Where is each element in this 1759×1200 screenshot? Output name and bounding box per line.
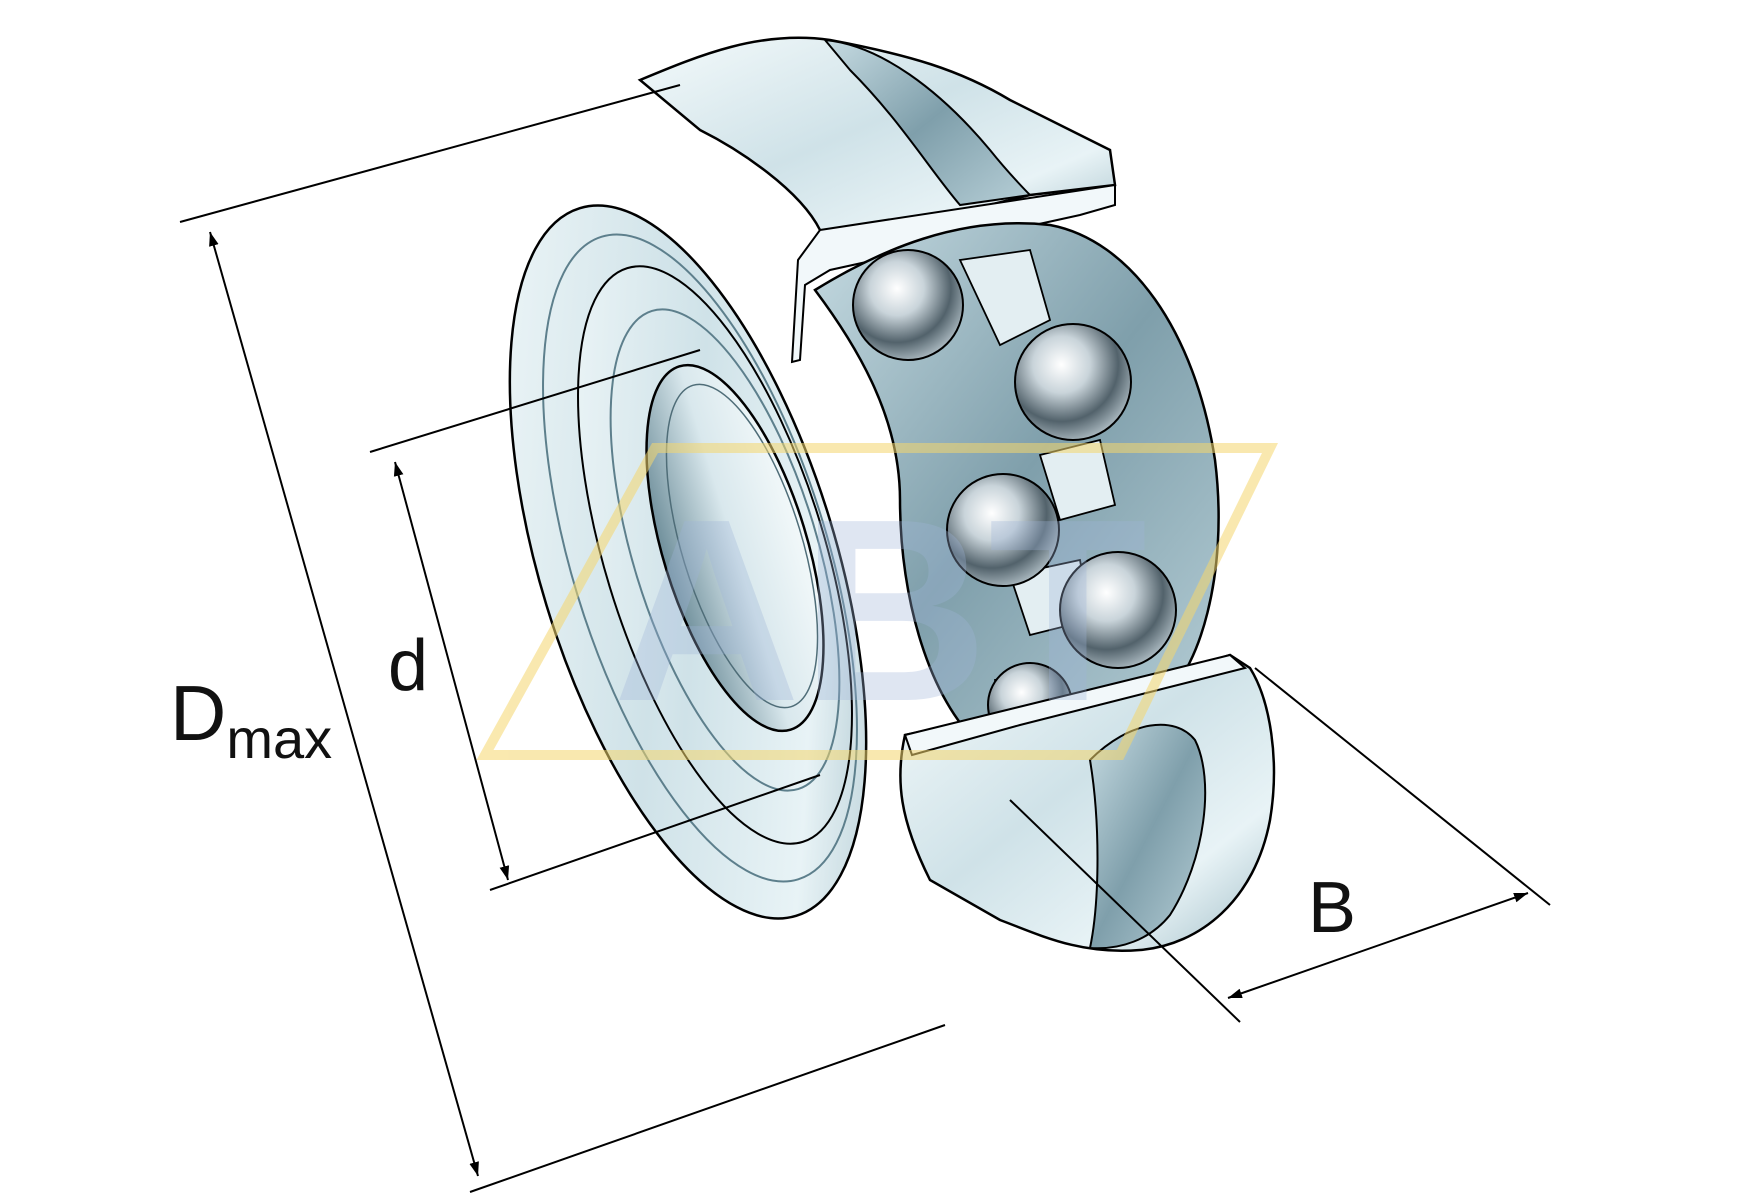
d-extension-bottom	[489, 774, 821, 891]
dmax-dimension-line	[209, 231, 479, 1177]
watermark-text: ABT	[613, 466, 1147, 756]
bearing-body	[508, 36, 1276, 952]
b-extension-right	[1254, 667, 1551, 906]
upper-ring-face	[790, 183, 1116, 364]
dimension-lines	[179, 84, 1551, 1193]
watermark: ABT	[476, 443, 1279, 760]
d-label: d	[388, 626, 428, 706]
seal-ring	[609, 308, 841, 792]
ball-3	[946, 473, 1060, 587]
dmax-label: Dmax	[170, 669, 332, 770]
inner-bore	[645, 363, 825, 733]
watermark-outline	[476, 443, 1279, 760]
d-extension-top	[369, 349, 701, 453]
dmax-extension-top	[179, 84, 681, 223]
ball-2	[1014, 323, 1132, 441]
b-label: B	[1308, 868, 1356, 948]
ball-1	[852, 249, 964, 361]
dmax-extension-bottom	[469, 1024, 946, 1193]
b-dimension-line	[1227, 892, 1529, 999]
lower-groove	[1088, 723, 1207, 950]
bore-chamfer	[665, 383, 819, 709]
ball-4	[1059, 551, 1177, 669]
dmax-label-subscript: max	[226, 707, 332, 770]
d-dimension-line	[393, 461, 510, 881]
b-extension-left	[1009, 799, 1241, 1023]
dmax-label-main: D	[170, 669, 226, 757]
upper-groove	[822, 38, 1033, 207]
